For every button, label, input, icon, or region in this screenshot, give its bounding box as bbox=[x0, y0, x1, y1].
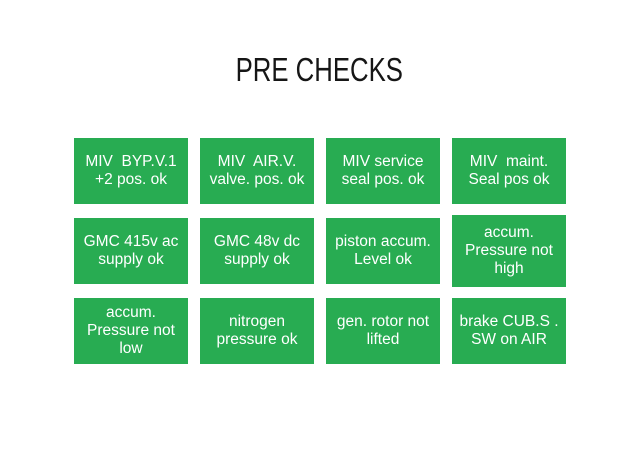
precheck-accum-pressure-not-low: accum. Pressure not low bbox=[74, 298, 188, 364]
precheck-nitrogen-pressure: nitrogen pressure ok bbox=[200, 298, 314, 364]
precheck-miv-service-seal: MIV service seal pos. ok bbox=[326, 138, 440, 204]
precheck-gen-rotor-not-lifted: gen. rotor not lifted bbox=[326, 298, 440, 364]
precheck-accum-pressure-not-high: accum. Pressure not high bbox=[452, 215, 566, 287]
slide-title-text: PRE CHECKS bbox=[235, 51, 403, 88]
precheck-piston-accum-level: piston accum. Level ok bbox=[326, 218, 440, 284]
precheck-gmc-48v-dc: GMC 48v dc supply ok bbox=[200, 218, 314, 284]
precheck-miv-maint-seal: MIV maint. Seal pos ok bbox=[452, 138, 566, 204]
prechecks-grid: MIV BYP.V.1 +2 pos. ok MIV AIR.V. valve.… bbox=[74, 138, 566, 364]
precheck-brake-cub-sw-air: brake CUB.S . SW on AIR bbox=[452, 298, 566, 364]
precheck-miv-air-valve: MIV AIR.V. valve. pos. ok bbox=[200, 138, 314, 204]
precheck-miv-byp-v1: MIV BYP.V.1 +2 pos. ok bbox=[74, 138, 188, 204]
precheck-gmc-415v-ac: GMC 415v ac supply ok bbox=[74, 218, 188, 284]
slide-title: PRE CHECKS bbox=[0, 53, 638, 87]
